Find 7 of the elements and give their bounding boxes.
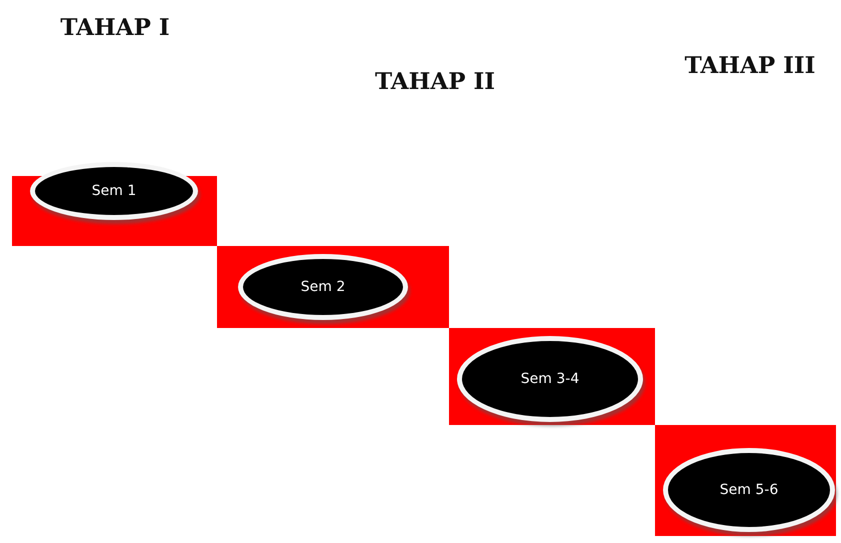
semester-label: Sem 3-4 (520, 371, 580, 387)
stage-heading: TAHAP III (684, 51, 816, 81)
semester-label: Sem 5-6 (720, 482, 778, 498)
stage-heading: TAHAP II (374, 68, 496, 95)
semester-label: Sem 2 (300, 279, 346, 295)
semester-label: Sem 1 (92, 183, 136, 199)
stage-heading: TAHAP I (59, 14, 171, 41)
